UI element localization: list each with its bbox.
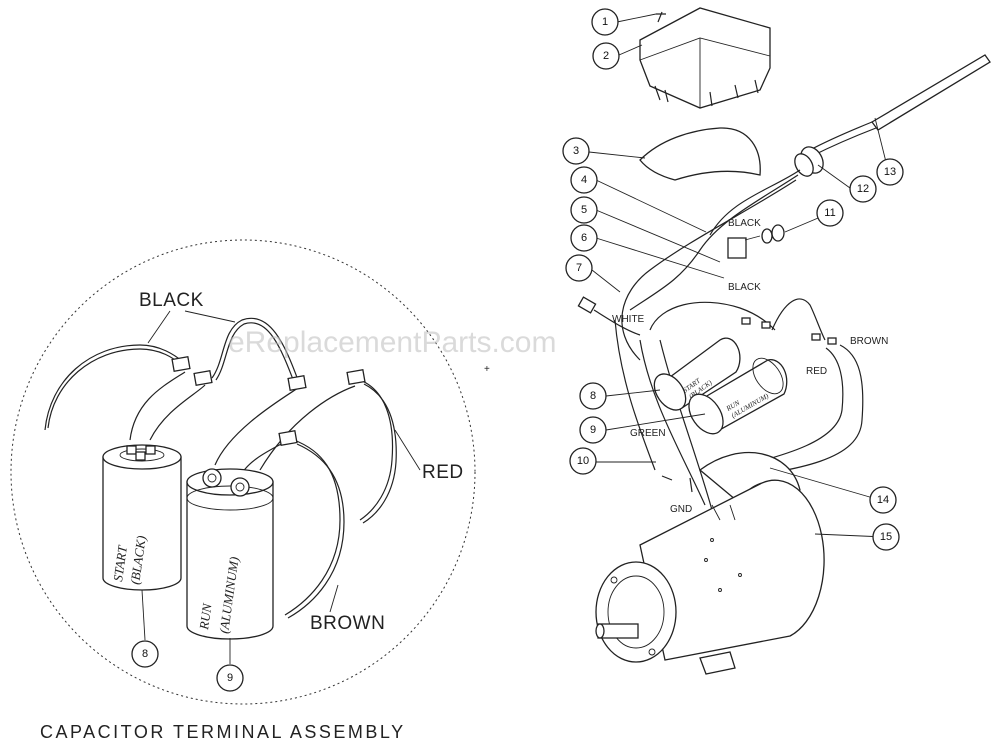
inset-connector (346, 368, 366, 386)
label-black-top: BLACK (728, 218, 761, 229)
callout-leaders (588, 13, 889, 538)
svg-text:7: 7 (576, 262, 582, 274)
svg-text:1: 1 (602, 16, 608, 28)
callout-4: 4 (570, 166, 598, 194)
label-red: RED (806, 366, 827, 377)
callout-8-inset (131, 640, 159, 668)
callout-10: 10 (569, 447, 597, 475)
part-10-ground-screw (661, 475, 693, 493)
inset-connector (171, 355, 191, 373)
callout-5: 5 (570, 196, 598, 224)
svg-text:2: 2 (603, 50, 609, 62)
part-13-cord (871, 54, 991, 131)
watermark: eReplacementParts.com (228, 326, 556, 359)
callout-9-inset (216, 664, 244, 692)
run-cap-label-1: RUN (196, 601, 215, 631)
callout-8-inset-text: 8 (142, 648, 148, 660)
callout-9: 9 (579, 416, 607, 444)
capacitor-inset: START (BLACK) 8 RUN (ALUMINUM) 9 BLACK R… (10, 239, 476, 742)
svg-text:3: 3 (573, 145, 579, 157)
inset-label-brown: BROWN (310, 613, 385, 634)
part-2-cover (639, 7, 771, 109)
inset-connector (278, 429, 298, 447)
inset-connector (287, 374, 307, 392)
callout-8: 8 (579, 382, 607, 410)
callout-14: 14 (869, 486, 897, 514)
callout-13: 13 (876, 158, 904, 186)
inset-connector (193, 369, 213, 387)
part-11-nut (761, 228, 773, 244)
inset-wire-black-left (44, 344, 184, 431)
svg-text:11: 11 (824, 207, 835, 219)
label-brown: BROWN (850, 336, 888, 347)
callout-7: 7 (565, 254, 593, 282)
svg-text:14: 14 (877, 494, 889, 506)
svg-text:15: 15 (880, 531, 892, 543)
part-7-plug (577, 296, 597, 314)
callout-15: 15 (872, 523, 900, 551)
svg-text:6: 6 (581, 232, 587, 244)
inset-label-black: BLACK (139, 290, 204, 311)
label-black-mid: BLACK (728, 282, 761, 293)
svg-text:9: 9 (590, 424, 596, 436)
svg-text:4: 4 (581, 174, 587, 186)
inset-label-red: RED (422, 462, 464, 483)
part-9-run-capacitor: RUN (ALUMINUM) (688, 357, 788, 435)
part-1-screw (656, 11, 666, 23)
inset-wire-black-right (211, 317, 299, 381)
callout-9-inset-text: 9 (227, 672, 233, 684)
svg-text:13: 13 (884, 166, 896, 178)
start-cap-label-1: START (110, 544, 130, 582)
callout-2: 2 (592, 42, 620, 70)
inset-dashed-circle (10, 239, 476, 705)
svg-text:12: 12 (857, 183, 869, 195)
part-black-terminal (727, 237, 747, 259)
callout-12: 12 (849, 175, 877, 203)
svg-text:+: + (484, 364, 490, 375)
start-cap-label-2: (BLACK) (127, 535, 149, 586)
callout-1: 1 (591, 8, 619, 36)
svg-text:8: 8 (590, 390, 596, 402)
callout-11: 11 (816, 199, 844, 227)
callout-6: 6 (570, 224, 598, 252)
callout-3: 3 (562, 137, 590, 165)
label-white: WHITE (612, 314, 645, 325)
run-capacitor: RUN (ALUMINUM) (186, 468, 274, 664)
part-3-gasket (639, 127, 761, 181)
inset-wire-red (359, 379, 394, 521)
label-green: GREEN (630, 428, 666, 439)
start-capacitor: START (BLACK) (102, 444, 182, 641)
label-gnd: GND (670, 504, 692, 515)
svg-text:5: 5 (581, 204, 587, 216)
main-exploded-view: START (BLACK) RUN (ALUMINUM) (562, 7, 991, 675)
svg-text:10: 10 (577, 455, 589, 467)
inset-title: CAPACITOR TERMINAL ASSEMBLY (40, 722, 406, 742)
inset-wire-brown (284, 439, 341, 616)
part-15-motor (595, 479, 825, 675)
